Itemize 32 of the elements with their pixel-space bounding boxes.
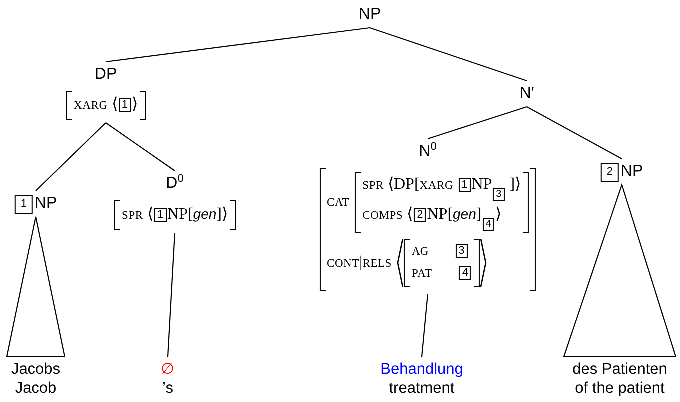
- gloss: treatment: [389, 379, 455, 398]
- feature-value: AG 3: [412, 241, 469, 263]
- word-form: ∅: [161, 360, 175, 379]
- gloss: ’s: [162, 379, 174, 398]
- tree-branch: [106, 27, 370, 63]
- word-form: Jacobs: [11, 360, 61, 379]
- category-label: NP: [620, 162, 644, 182]
- tree-branch: [106, 122, 176, 172]
- word-form: Behandlung: [380, 360, 464, 379]
- category-label: NP: [358, 5, 382, 25]
- category-label: N′: [520, 84, 534, 104]
- category-label: DP: [94, 65, 118, 85]
- tree-branch: [370, 27, 528, 82]
- tree-branch: [526, 106, 622, 160]
- index-tag: 2: [600, 162, 619, 182]
- tree-branch: [428, 106, 528, 140]
- category-label: NP: [34, 194, 58, 214]
- tree-branch: [36, 122, 106, 192]
- word-form: des Patienten: [572, 360, 668, 379]
- feature-value: PAT 4: [412, 263, 472, 285]
- gloss: Jacob: [15, 379, 57, 398]
- feature-value: XARG ⟨1⟩: [74, 95, 138, 115]
- category-label: D$^{0}$: [166, 174, 184, 194]
- index-tag: 1: [14, 194, 33, 214]
- gloss: of the patient: [575, 379, 665, 398]
- feature-name: CAT: [326, 196, 350, 211]
- tree-branch: [167, 232, 176, 358]
- feature-name: CONT|RELS: [326, 252, 392, 272]
- category-label: N$^{0}$: [419, 142, 437, 162]
- triangle-branch: [6, 216, 66, 358]
- tree-branch: [421, 294, 429, 358]
- triangle-branch: [563, 183, 677, 358]
